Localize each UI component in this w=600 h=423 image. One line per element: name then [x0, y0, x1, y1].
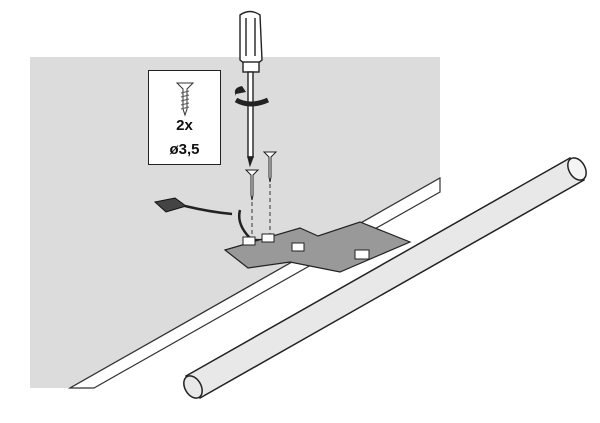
screw-diameter: ø3,5 — [169, 141, 200, 158]
screw-quantity: 2x — [176, 117, 193, 134]
rotate-arrow-icon — [234, 97, 270, 107]
cable-clips — [242, 233, 370, 260]
screw-spec-box: 2x ø3,5 — [148, 70, 221, 165]
cabinet-surface — [30, 57, 440, 388]
screwdriver — [239, 10, 263, 168]
screw-icon — [244, 151, 278, 201]
screw-icon — [175, 82, 195, 117]
light-rod — [183, 156, 587, 400]
guide-lines — [251, 184, 271, 240]
